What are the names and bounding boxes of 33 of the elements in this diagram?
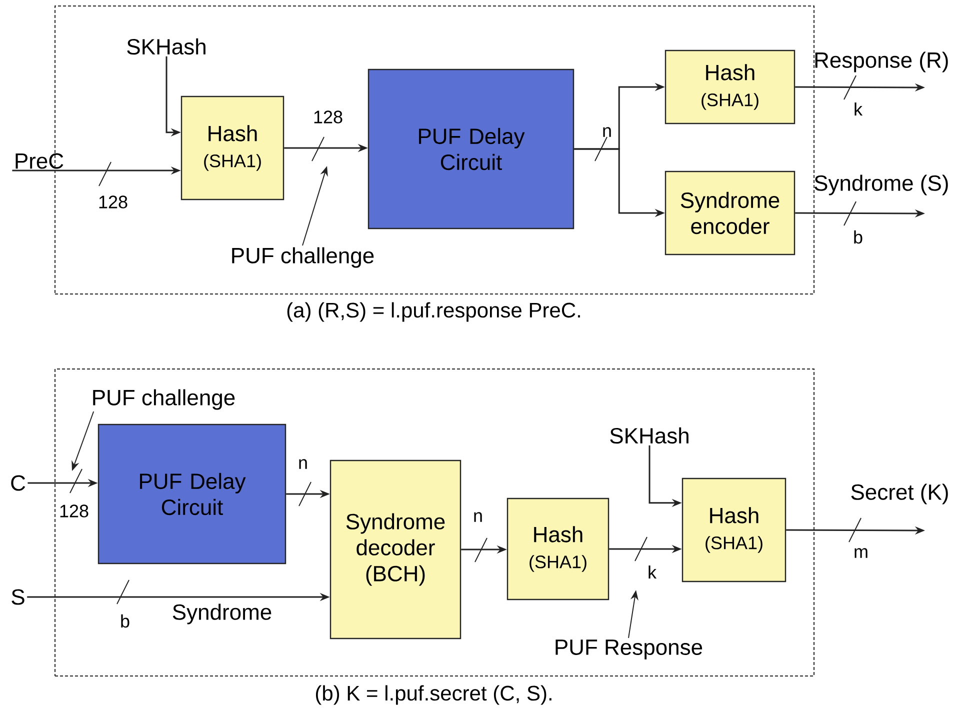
bus-width-label: b <box>854 230 862 244</box>
dashed-frame <box>54 368 814 676</box>
process-box: PUF Delay Circuit <box>98 424 286 564</box>
edge-label: Secret (K) <box>851 484 948 504</box>
signal-label: PreC <box>16 153 64 169</box>
signal-label: SKHash <box>127 38 206 55</box>
process-box: Hash (SHA1) <box>664 50 796 124</box>
bus-width-label: n <box>474 512 482 522</box>
bus-width-label: b <box>121 614 130 628</box>
signal-label: SKHash <box>610 427 688 444</box>
caption: (a) (R,S) = l.puf.response PreC. <box>287 302 580 322</box>
signal-label: PUF challenge <box>232 247 374 268</box>
bus-width-label: 128 <box>99 196 128 208</box>
bus-width-label: n <box>603 127 611 137</box>
signal-label: PUF Response <box>556 640 702 660</box>
process-box: Hash (SHA1) <box>506 498 610 600</box>
caption: (b) K = l.puf.secret (C, S). <box>316 685 552 705</box>
edge-label: Response (R) <box>815 52 948 72</box>
edge-label: Syndrome (S) <box>814 174 948 196</box>
bus-width-label: m <box>854 548 868 558</box>
signal-label: PUF challenge <box>93 389 235 410</box>
signal-label: S <box>12 589 24 605</box>
signal-label: C <box>11 475 26 491</box>
process-box: Syndrome decoder (BCH) <box>330 460 462 640</box>
bus-width-label: 128 <box>314 110 342 124</box>
process-box: PUF Delay Circuit <box>368 68 574 230</box>
bus-width-label: k <box>648 565 657 579</box>
process-box: Syndrome encoder <box>664 170 796 256</box>
process-box: Hash (SHA1) <box>682 478 786 582</box>
process-box: Hash (SHA1) <box>180 96 284 200</box>
bus-width-label: k <box>854 102 863 116</box>
bus-width-label: n <box>299 459 307 469</box>
edge-label: Syndrome <box>172 604 272 624</box>
